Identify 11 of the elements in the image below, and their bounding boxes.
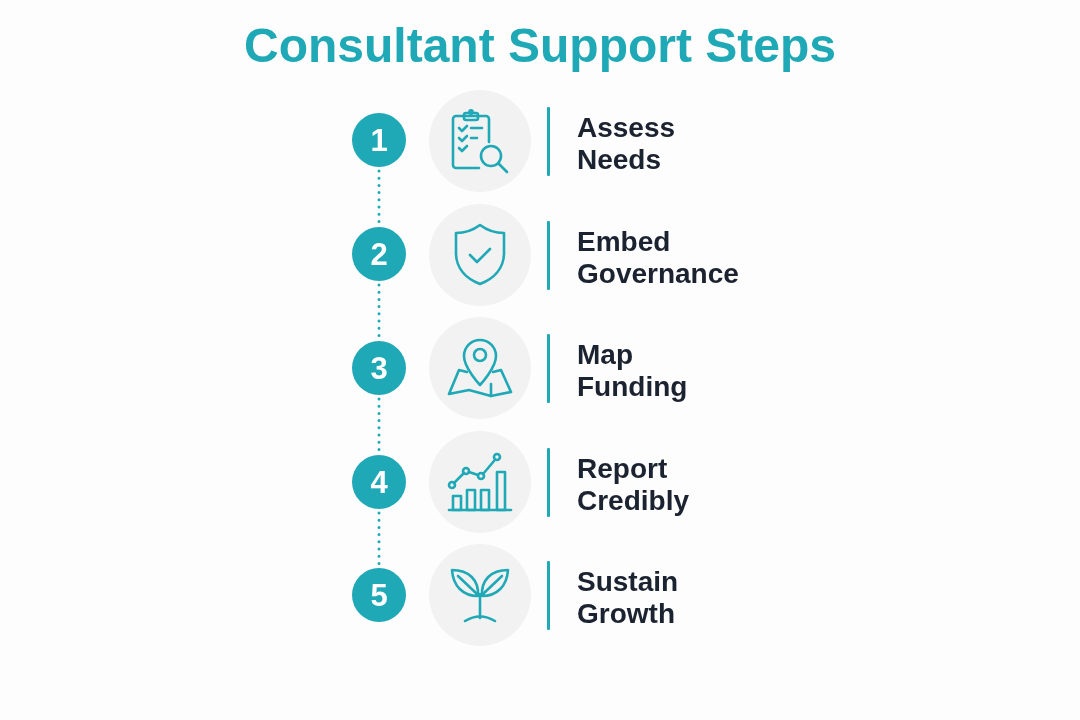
step-title: Embed Governance <box>577 226 739 290</box>
step-number-circle: 3 <box>352 341 406 395</box>
step-number-circle: 4 <box>352 455 406 509</box>
step-title: Assess Needs <box>577 112 676 176</box>
step-title: Map Funding <box>577 339 688 403</box>
title: Consultant Support Steps <box>243 18 837 74</box>
step-title: Sustain Growth <box>577 566 679 630</box>
step-number-circle: 5 <box>352 568 406 622</box>
step-number-circle: 1 <box>352 113 406 167</box>
step-title: Report Credibly <box>577 453 690 517</box>
step-number-circle: 2 <box>352 227 406 281</box>
